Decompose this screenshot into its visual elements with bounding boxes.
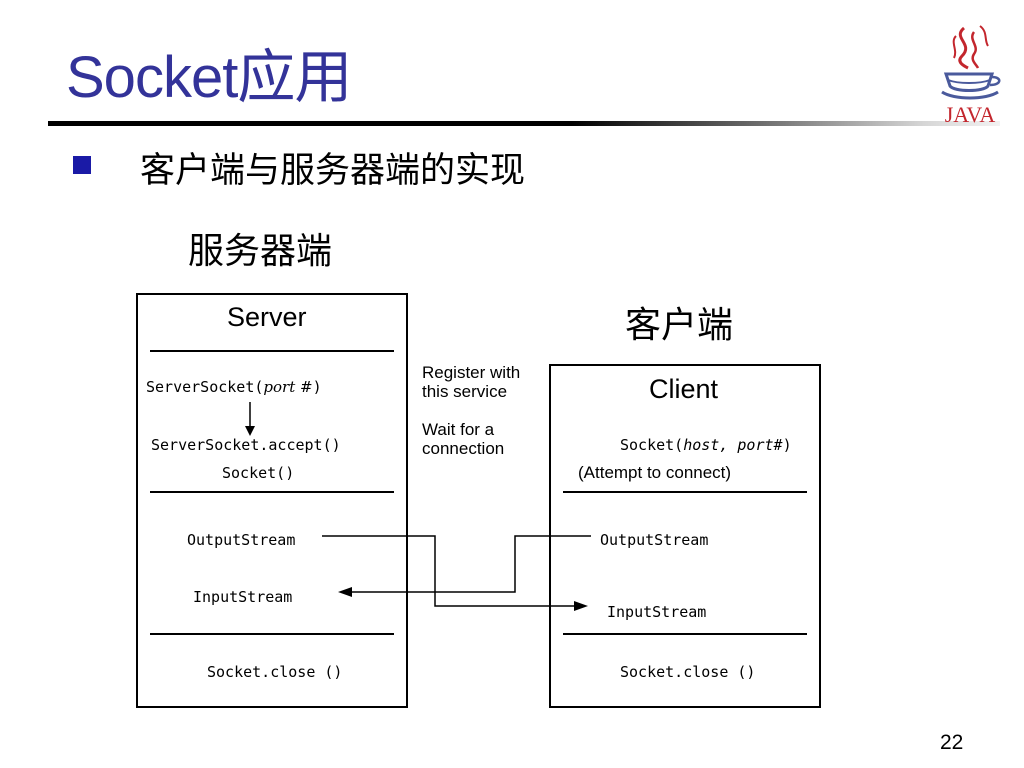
client-output-stream: OutputStream xyxy=(600,531,709,549)
accept-arrow-head-icon xyxy=(245,426,255,436)
server-box xyxy=(136,293,408,708)
server-socket-arg: port # xyxy=(263,378,313,396)
client-input-stream: InputStream xyxy=(607,603,707,621)
server-socket-prefix: ServerSocket( xyxy=(146,378,264,396)
server-close-call: Socket.close () xyxy=(207,663,343,681)
bullet-text: 客户端与服务器端的实现 xyxy=(140,151,526,191)
server-output-stream: OutputStream xyxy=(187,531,296,549)
bullet-square-icon xyxy=(73,156,91,174)
client-divider-top xyxy=(563,491,807,493)
server-socket-constructor: ServerSocket(port #) xyxy=(146,378,322,396)
server-side-heading: 服务器端 xyxy=(188,231,333,272)
server-input-stream: InputStream xyxy=(193,588,293,606)
server-socket-call: Socket() xyxy=(222,464,295,482)
server-divider-mid xyxy=(150,491,394,493)
wait-note-line2: connection xyxy=(422,439,505,458)
server-to-client-line xyxy=(322,535,576,607)
server-title: Server xyxy=(227,302,307,332)
server-divider-bottom xyxy=(150,633,394,635)
register-note-line1: Register with xyxy=(422,363,521,382)
slide-title: Socket应用 xyxy=(66,45,352,110)
wait-note: Wait for a connection xyxy=(422,420,504,458)
client-to-server-arrow-icon xyxy=(338,587,352,597)
client-attempt-note: (Attempt to connect) xyxy=(578,463,732,482)
java-logo-text: JAVA xyxy=(945,102,996,127)
client-divider-bottom xyxy=(563,633,807,635)
register-note-line2: this service xyxy=(422,382,508,401)
server-to-client-arrow-icon xyxy=(574,601,588,611)
client-side-heading: 客户端 xyxy=(625,305,734,346)
client-socket-arg: host, port# xyxy=(683,436,783,454)
client-socket-constructor: Socket(host, port#) xyxy=(620,436,792,454)
server-accept-call: ServerSocket.accept() xyxy=(151,436,341,454)
client-socket-suffix: ) xyxy=(782,436,792,454)
java-coffee-cup-icon: JAVA xyxy=(941,25,1001,127)
client-to-server-line xyxy=(350,535,591,593)
client-title: Client xyxy=(649,374,719,404)
page-number: 22 xyxy=(940,731,964,754)
client-socket-prefix: Socket( xyxy=(620,436,684,454)
title-divider xyxy=(48,121,1000,126)
server-divider-top xyxy=(150,350,394,352)
server-socket-suffix: ) xyxy=(312,378,322,396)
client-close-call: Socket.close () xyxy=(620,663,756,681)
java-logo: JAVA xyxy=(934,22,1006,128)
register-note: Register with this service xyxy=(422,363,520,401)
wait-note-line1: Wait for a xyxy=(422,420,495,439)
